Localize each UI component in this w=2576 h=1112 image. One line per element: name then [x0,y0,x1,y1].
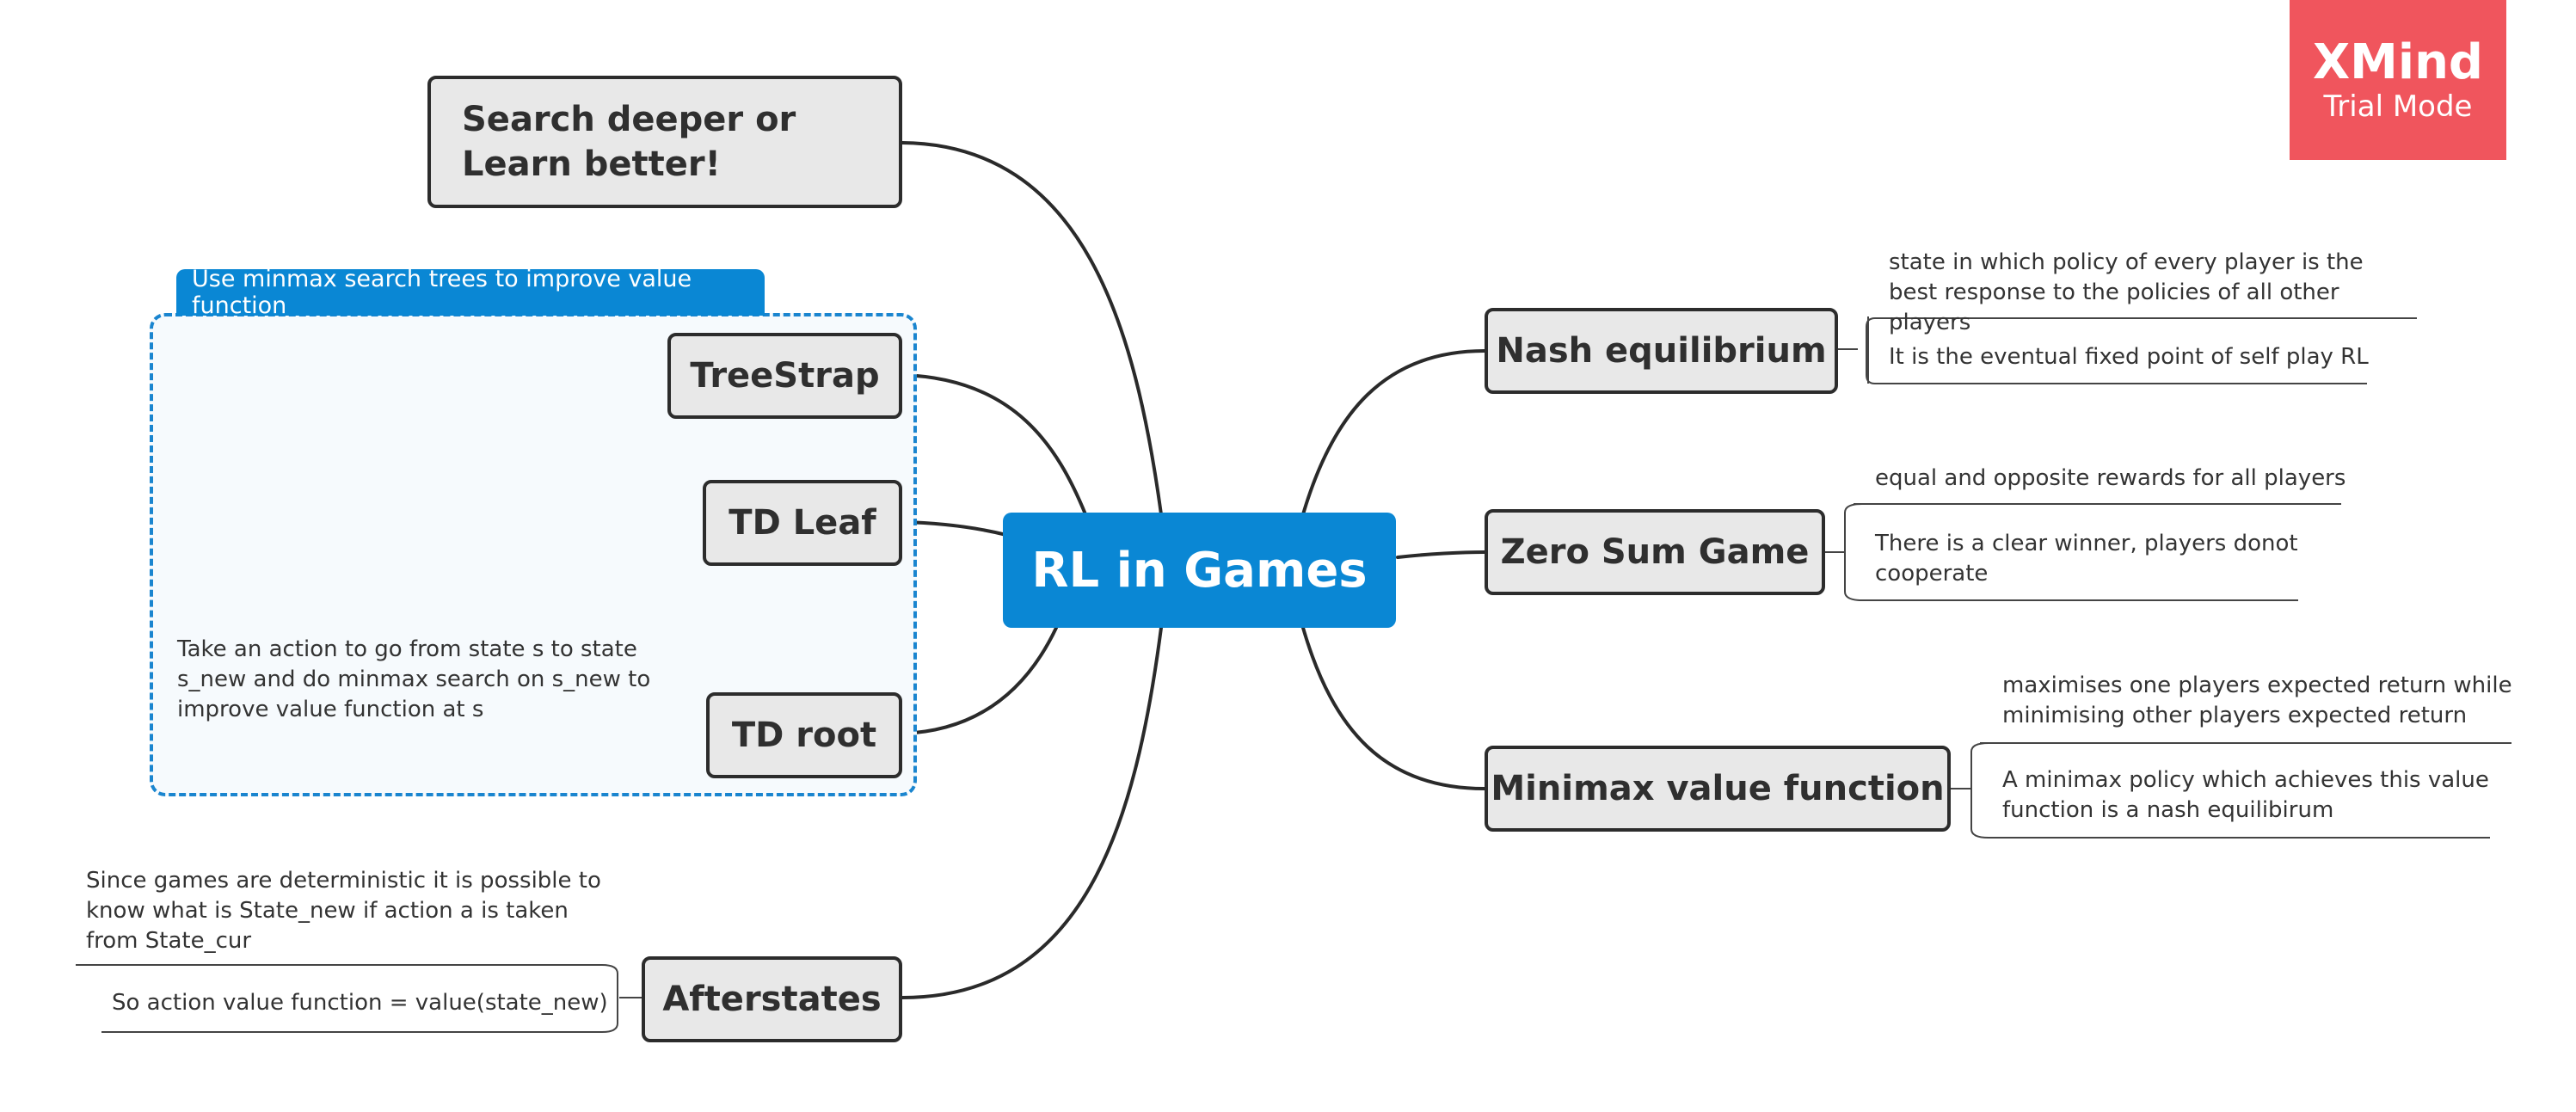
note-zero-sum-1[interactable]: equal and opposite rewards for all playe… [1875,465,2346,491]
logo-title: XMind [2312,34,2484,90]
connector-afterstates [901,626,1163,999]
connector-td-root [901,626,1058,735]
topic-search-deeper[interactable]: Search deeper or Learn better! [427,76,902,208]
note-minimax-1[interactable]: maximises one players expected return wh… [2002,673,2512,728]
connector-treestrap [901,373,1087,516]
topic-afterstates[interactable]: Afterstates [642,956,902,1042]
topic-search-deeper-label: Search deeper or Learn better! [462,100,796,184]
note-zero-sum-2[interactable]: There is a clear winner, players donot c… [1875,531,2298,587]
connector-search [901,141,1163,516]
note-minimax-2[interactable]: A minimax policy which achieves this val… [2002,767,2489,823]
central-topic[interactable]: RL in Games [1003,513,1396,628]
topic-minimax-value-function[interactable]: Minimax value function [1485,746,1951,832]
note-afterstates-2[interactable]: So action value function = value(state_n… [112,990,608,1016]
logo-subtitle: Trial Mode [2323,89,2473,124]
note-nash-2[interactable]: It is the eventual fixed point of self p… [1889,344,2369,370]
topic-treestrap[interactable]: TreeStrap [667,333,902,419]
note-afterstates-1[interactable]: Since games are deterministic it is poss… [86,868,601,954]
connector-nash [1301,349,1486,516]
xmind-logo: XMind Trial Mode [2290,0,2506,160]
note-td-root[interactable]: Take an action to go from state s to sta… [177,636,651,722]
connector-td-leaf [901,520,1008,537]
connector-minimax [1301,626,1486,790]
summary-label[interactable]: Use minmax search trees to improve value… [176,266,765,319]
topic-nash-equilibrium[interactable]: Nash equilibrium [1485,308,1838,394]
connector-zero-sum [1396,550,1486,559]
note-nash-1[interactable]: state in which policy of every player is… [1889,249,2364,335]
topic-td-leaf[interactable]: TD Leaf [703,480,902,566]
topic-zero-sum-game[interactable]: Zero Sum Game [1485,509,1825,595]
topic-td-root[interactable]: TD root [706,692,902,778]
bracket-nash [1838,316,1870,385]
